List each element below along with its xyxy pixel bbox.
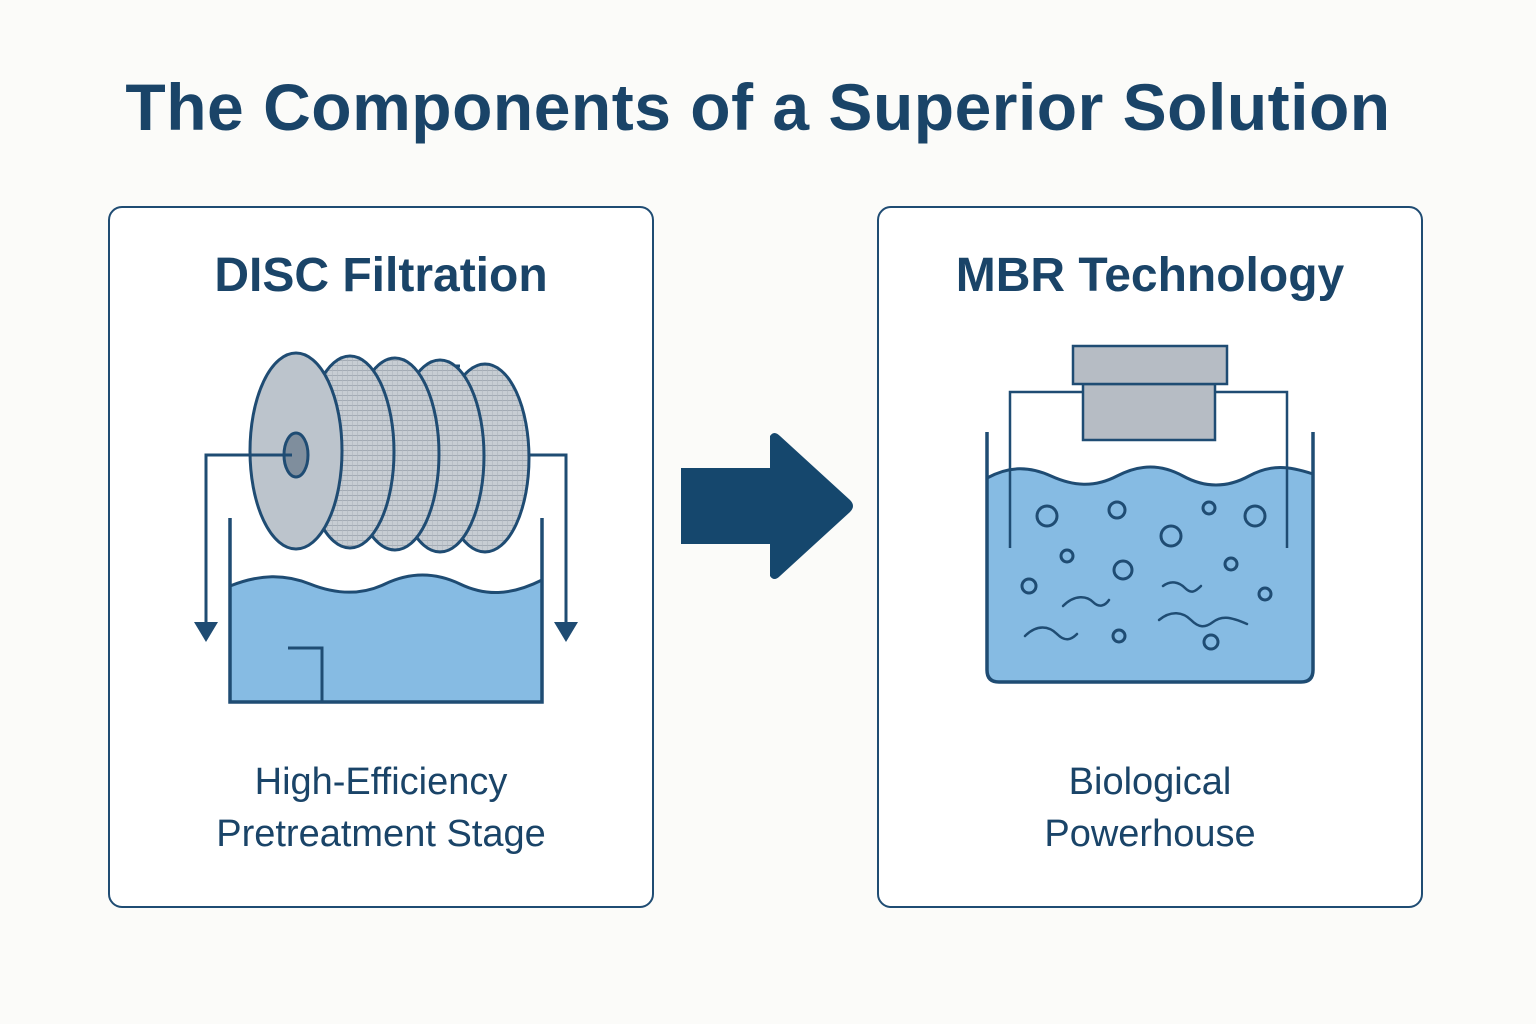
disc-stack — [248, 351, 531, 554]
disc-filtration-panel: DISC Filtration — [108, 206, 654, 908]
page-title-text: The Components of a Superior Solution — [125, 70, 1391, 144]
right-outlet-pipe — [530, 453, 568, 622]
right-arrow-icon — [681, 433, 853, 579]
tank-weir — [288, 646, 324, 702]
bioreactor-water — [987, 467, 1313, 682]
tank-water — [230, 575, 542, 702]
bioreactor-tank-outline — [985, 432, 1315, 684]
disc-filter-illustration — [194, 351, 578, 704]
page-title: The Components of a Superior Solution — [0, 62, 1536, 152]
caption-line: Pretreatment Stage — [216, 813, 546, 855]
caption-line: Biological — [1068, 761, 1232, 803]
mbr-technology-panel: MBR Technology — [877, 206, 1423, 908]
mbr-technology-caption: Biological Powerhouse — [879, 756, 1421, 860]
disc-filtration-caption: High-Efficiency Pretreatment Stage — [110, 756, 652, 860]
bioreactor-water-surface — [986, 465, 1314, 487]
microorganisms — [1023, 581, 1249, 641]
mbr-technology-title: MBR Technology — [955, 249, 1345, 302]
caption-line: High-Efficiency — [254, 761, 508, 803]
mbr-tank-illustration — [985, 344, 1315, 684]
tank-water-surface — [229, 573, 543, 594]
membrane-module-cap — [1071, 344, 1229, 386]
tank-outline — [228, 518, 544, 704]
left-down-arrow-icon — [194, 622, 218, 642]
right-down-arrow-icon — [554, 622, 578, 642]
membrane-module-base — [1081, 382, 1217, 442]
air-bubbles — [1020, 500, 1273, 651]
caption-line: Powerhouse — [1044, 813, 1256, 855]
left-feed-pipe — [204, 453, 292, 622]
disc-filtration-title: DISC Filtration — [214, 249, 548, 302]
